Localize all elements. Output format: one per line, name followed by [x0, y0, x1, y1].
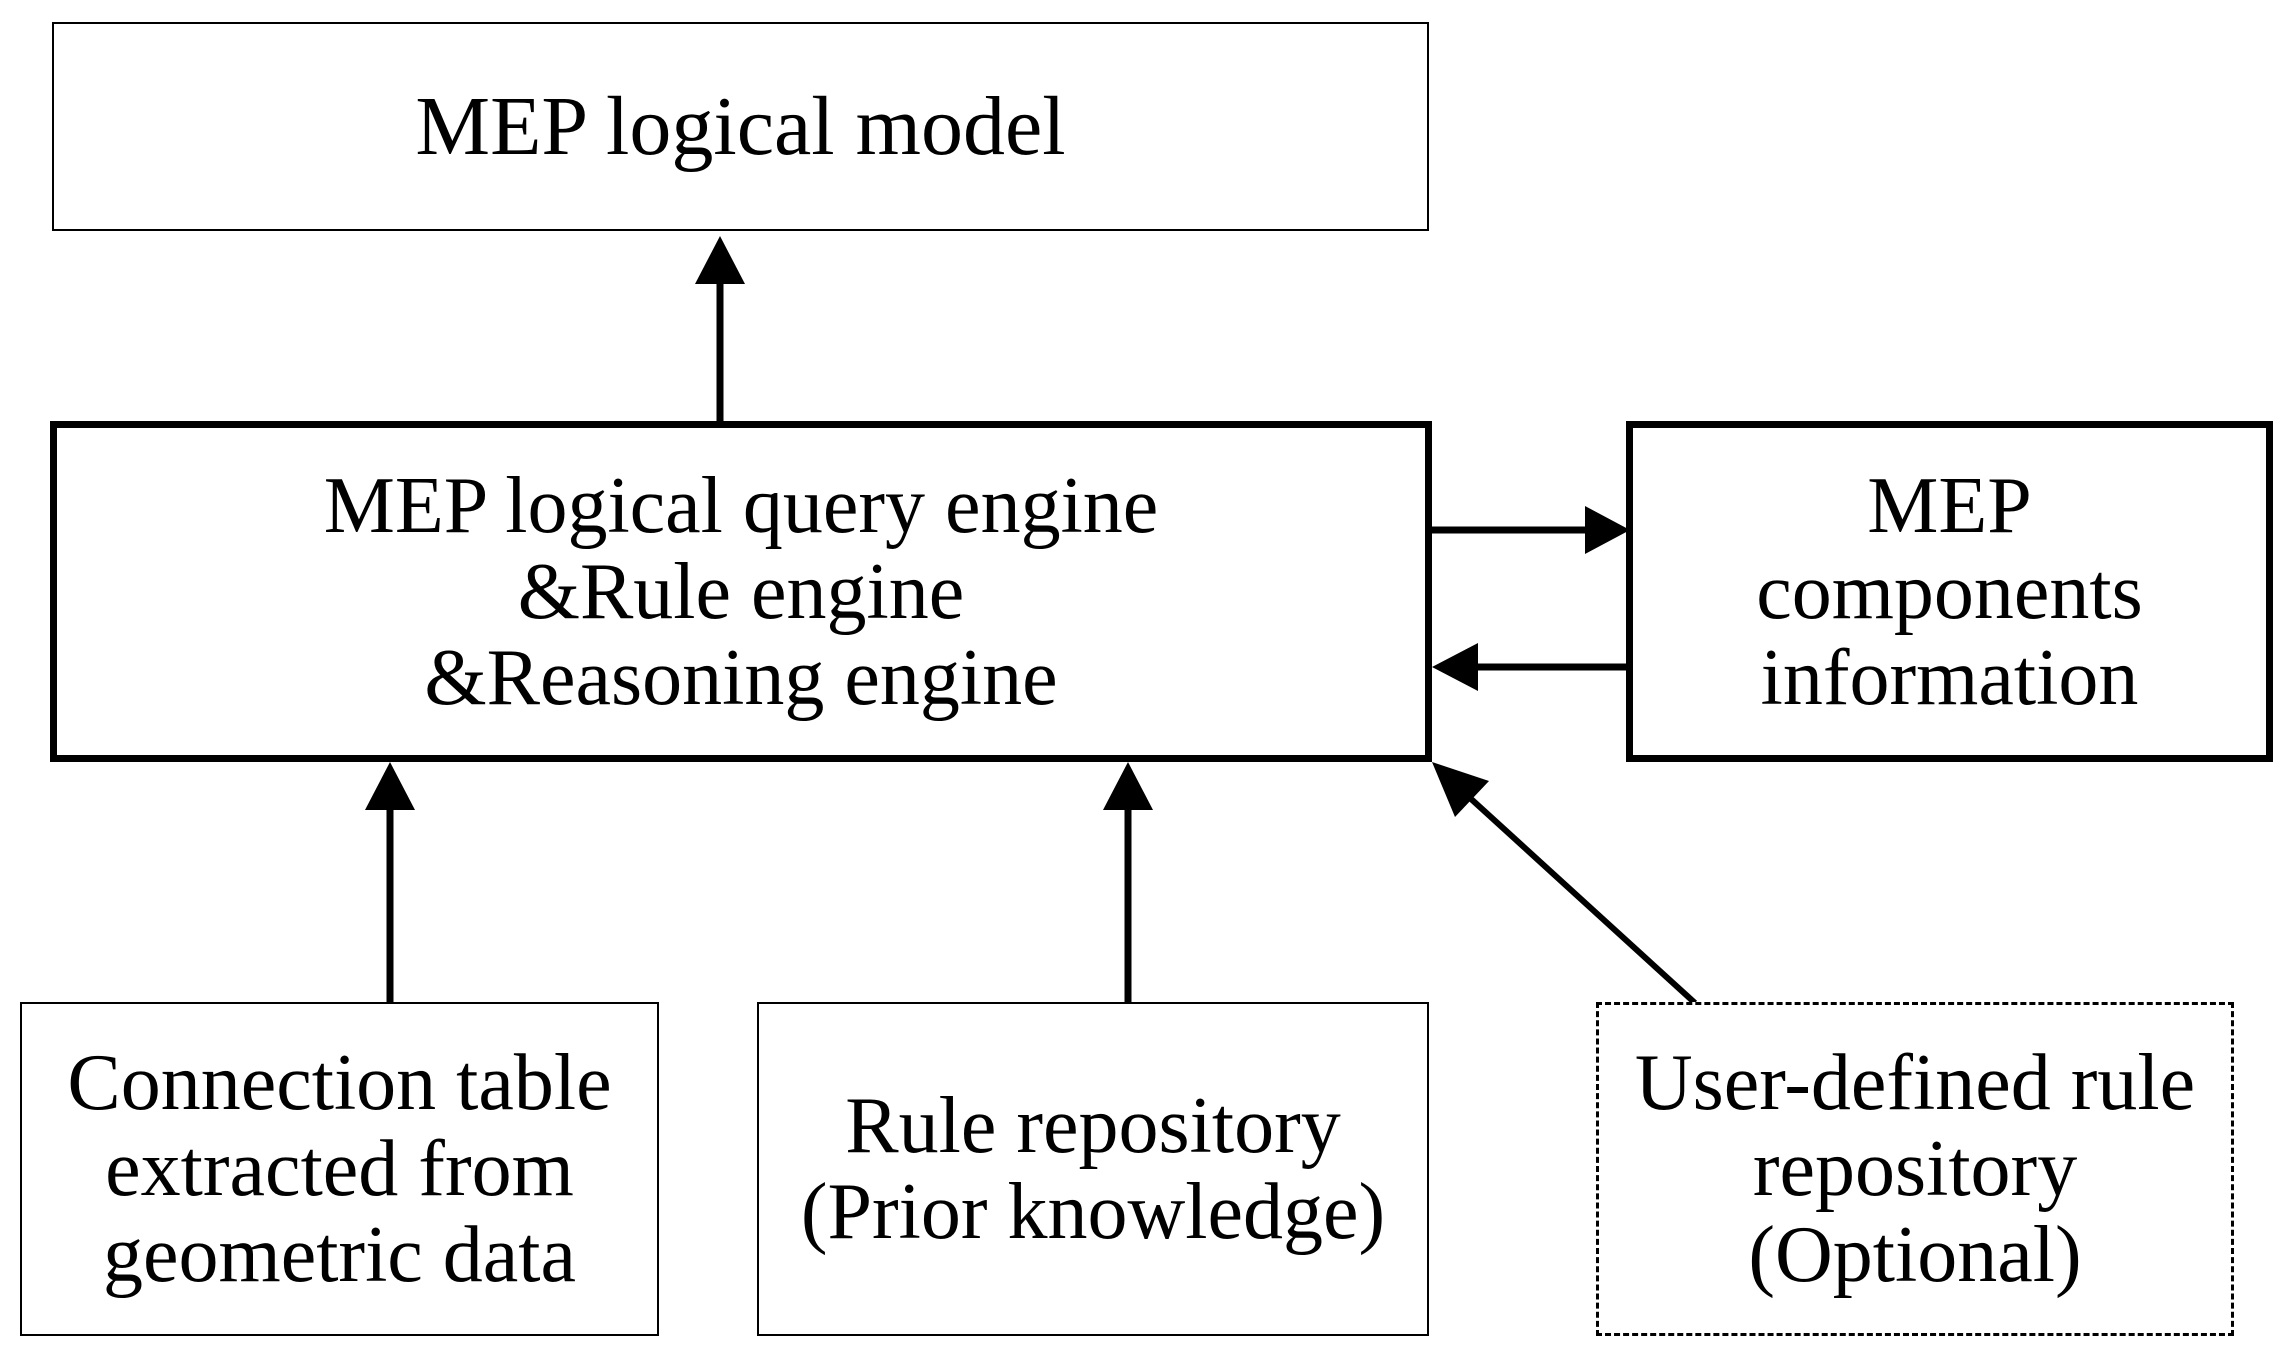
arrowhead-engine-to-logical-model	[695, 236, 745, 284]
node-rule-repository: Rule repository (Prior knowledge)	[757, 1002, 1429, 1336]
node-label-line-2: repository	[1752, 1125, 2078, 1213]
node-label-line-1: Connection table	[67, 1039, 612, 1127]
node-label-line-3: geometric data	[102, 1211, 577, 1299]
node-label-line-2: extracted from	[105, 1125, 574, 1213]
node-label-line-2: &Rule engine	[517, 547, 965, 636]
node-label-line-1: Rule repository	[845, 1082, 1341, 1170]
edge-user-rule-repository-to-engine	[1467, 795, 1698, 1006]
arrowhead-components-info-to-engine	[1432, 643, 1478, 691]
arrowhead-engine-to-components-info	[1585, 506, 1630, 554]
arrowhead-connection-table-to-engine	[365, 762, 415, 810]
node-label-line-1: User-defined rule	[1634, 1039, 2196, 1127]
node-label-line-2: (Prior knowledge)	[800, 1168, 1386, 1256]
node-label-line-1: MEP	[1867, 461, 2032, 550]
node-user-defined-rule-repository: User-defined rule repository (Optional)	[1596, 1002, 2234, 1336]
node-label-line-1: MEP logical query engine	[323, 461, 1159, 550]
node-mep-query-engine: MEP logical query engine &Rule engine &R…	[50, 421, 1432, 762]
node-label-line-3: information	[1760, 633, 2139, 722]
node-mep-logical-model: MEP logical model	[52, 22, 1429, 231]
node-label-line-3: &Reasoning engine	[424, 633, 1058, 722]
node-label-line-3: (Optional)	[1748, 1211, 2082, 1299]
node-label: MEP logical model	[415, 79, 1066, 173]
arrowhead-rule-repository-to-engine	[1103, 762, 1153, 810]
node-mep-components-information: MEP components information	[1626, 421, 2273, 762]
arrowhead-user-rule-repository-to-engine	[1432, 762, 1489, 817]
node-connection-table: Connection table extracted from geometri…	[20, 1002, 659, 1336]
node-label-line-2: components	[1756, 547, 2143, 636]
